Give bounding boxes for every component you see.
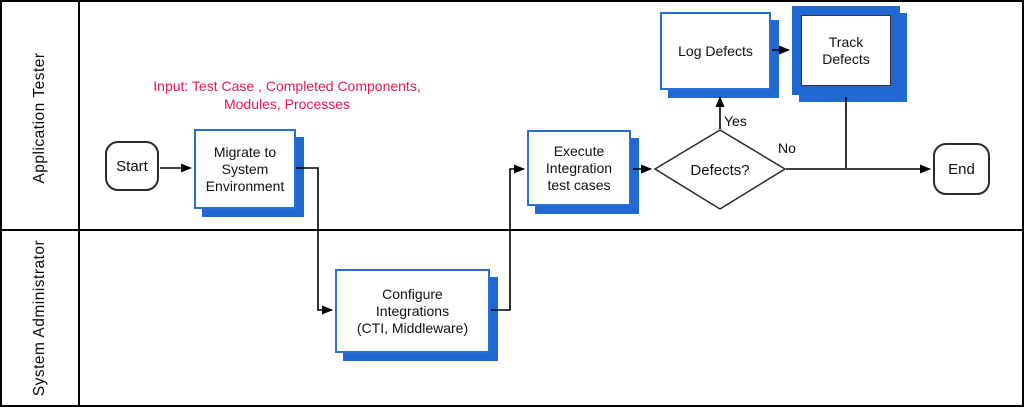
execute-label: Execute Integration test cases <box>545 142 613 193</box>
track-defects-label: Track Defects <box>822 33 870 67</box>
start-node: Start <box>105 141 159 191</box>
edge-configure-to-execute <box>491 164 525 311</box>
process-log-defects: Log Defects <box>660 12 771 90</box>
decision-defects-label: Defects? <box>690 161 750 179</box>
start-label: Start <box>116 157 148 175</box>
lane-label-application-tester: Application Tester <box>31 52 48 184</box>
process-migrate-to-system-environment: Migrate to System Environment <box>194 129 296 209</box>
process-execute-integration-test-cases: Execute Integration test cases <box>527 130 631 206</box>
lane-divider <box>2 229 1022 231</box>
lane-label-system-administrator: System Administrator <box>31 239 48 397</box>
process-track-defects: Track Defects <box>792 6 900 95</box>
input-annotation: Input: Test Case , Completed Components,… <box>153 78 421 112</box>
log-defects-label: Log Defects <box>678 42 753 59</box>
end-label: End <box>948 160 975 178</box>
track-defects-inner-box: Track Defects <box>801 15 891 86</box>
end-node: End <box>933 143 990 195</box>
edge-migrate-to-configure <box>296 167 333 315</box>
lane-label-column-divider <box>78 2 80 405</box>
migrate-label: Migrate to System Environment <box>205 143 285 194</box>
yes-edge-label: Yes <box>724 113 747 129</box>
no-edge-label: No <box>778 140 796 156</box>
process-configure-integrations: Configure Integrations (CTI, Middleware) <box>335 269 490 353</box>
configure-label: Configure Integrations (CTI, Middleware) <box>356 285 469 336</box>
